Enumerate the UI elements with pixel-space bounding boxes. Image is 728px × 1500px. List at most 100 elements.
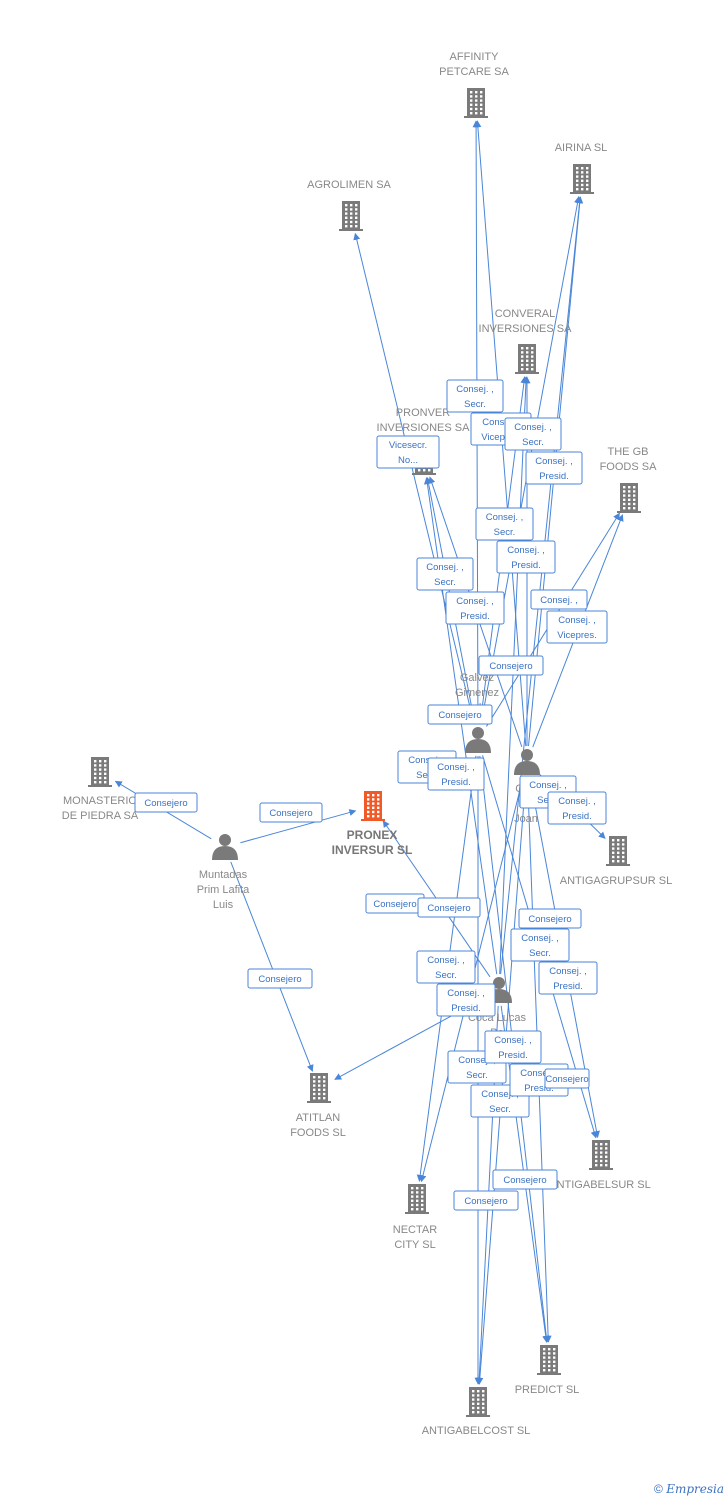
node-label: INVERSIONES SA (479, 323, 573, 335)
relation-badge[interactable]: Consej. ,Secr. (446, 379, 504, 413)
relation-badge[interactable]: Consejero (427, 704, 493, 725)
relation-badge[interactable]: Consej. ,Vicepres. (546, 610, 608, 644)
badge-label: Consejero (464, 1196, 507, 1207)
node-label: MONASTERIO (63, 795, 137, 807)
badge-label: Consejero (258, 974, 301, 985)
relation-badge[interactable]: Consej. , Secr. (504, 417, 562, 451)
node-label: Luis (213, 899, 234, 911)
node-label: INVERSUR SL (332, 843, 413, 857)
badge-label: Presid. (441, 777, 471, 788)
node-label: CITY SL (394, 1239, 435, 1251)
person-icon (212, 834, 238, 860)
node-label: FOODS SA (600, 461, 658, 473)
relation-badge[interactable]: Consejero (453, 1190, 519, 1211)
relation-badge[interactable]: Consej. ,Presid. (525, 451, 583, 485)
badge-label: Secr. (434, 577, 456, 588)
badge-label: Consejero (528, 914, 571, 925)
relation-badge[interactable]: Consej. ,Secr. (475, 507, 534, 541)
person-icon (465, 727, 491, 753)
relation-badge[interactable]: Consejero (544, 1068, 590, 1089)
badge-label: Presid. (451, 1003, 481, 1014)
badge-label: Secr. (529, 948, 551, 959)
badge-label: Secr. (494, 527, 516, 538)
relation-badge[interactable]: Consejero (417, 897, 481, 918)
relation-badge[interactable]: Consej. ,Presid. (547, 791, 607, 825)
relation-badge[interactable]: Consejero (134, 792, 198, 813)
node-antigabelcost[interactable]: ANTIGABELCOST SL (422, 1387, 531, 1437)
badge-label: Presid. (562, 811, 592, 822)
node-label: ATITLAN (296, 1112, 340, 1124)
badge-label: Consej. , (514, 422, 552, 433)
footer-brand[interactable]: © Empresia (654, 1482, 724, 1496)
badge-label: Consejero (489, 661, 532, 672)
node-label: Gimenez (455, 687, 499, 699)
building-icon (88, 757, 112, 787)
badge-label: Presid. (460, 611, 490, 622)
building-icon (617, 483, 641, 513)
node-affinity[interactable]: AFFINITY PETCARE SA (439, 51, 510, 118)
badge-label: Consej. , (456, 596, 494, 607)
node-label: PRONVER (396, 407, 450, 419)
building-icon (405, 1184, 429, 1214)
relation-badge[interactable]: Consejero (365, 893, 425, 914)
copyright-symbol: © (654, 1482, 663, 1496)
badge-label: Consejero (438, 710, 481, 721)
relation-badge[interactable]: Consej. ,Presid. (484, 1030, 542, 1064)
edge-muntadas-to-atitlan (230, 861, 314, 1072)
building-icon (466, 1387, 490, 1417)
badge-label: Consej. , (535, 456, 573, 467)
badge-label: Consejero (503, 1175, 546, 1186)
relation-badge[interactable]: Consej. ,Secr. (416, 557, 474, 591)
relation-badge[interactable]: Consej. , (530, 589, 588, 610)
node-label: PREDICT SL (515, 1384, 580, 1396)
node-label: ANTIGAGRUPSUR SL (560, 875, 672, 887)
relation-badge[interactable]: Consejero (492, 1169, 558, 1190)
badge-label: Consej. , (521, 933, 559, 944)
building-icon (307, 1073, 331, 1103)
node-antigabelsur[interactable]: ANTIGABELSUR SL (549, 1140, 651, 1191)
node-antigagrupsur[interactable]: ANTIGAGRUPSUR SL (560, 836, 672, 887)
relation-badge[interactable]: Consej. ,Presid. (436, 983, 496, 1017)
badge-label: Presid. (511, 560, 541, 571)
nodes-layer: AFFINITY PETCARE SA AIRINA SL AGROLIMEN SA C… (62, 51, 672, 1437)
relation-badge[interactable]: Vicesecr. No... (376, 435, 440, 469)
node-label: Prim Lafita (197, 884, 250, 896)
relation-badge[interactable]: Consejero (259, 802, 323, 823)
relation-badge[interactable]: Consej. , Presid. (427, 757, 485, 791)
badge-label: Vicesecr. (389, 440, 427, 451)
relation-badge[interactable]: Consejero (247, 968, 313, 989)
relation-badge[interactable]: Consej. , Secr. (510, 928, 570, 962)
node-predict[interactable]: PREDICT SL (515, 1345, 580, 1396)
badge-label: No... (398, 455, 418, 466)
node-agrolimen[interactable]: AGROLIMEN SA (307, 179, 392, 231)
building-icon (589, 1140, 613, 1170)
relation-badge[interactable]: Consej. ,Secr. (416, 950, 476, 984)
badge-label: Consej. , (437, 762, 475, 773)
badge-label: Secr. (416, 770, 438, 781)
relation-badge[interactable]: Consej. ,Presid. (538, 961, 598, 995)
building-icon (570, 164, 594, 194)
edge-muntadas-to-pronex (240, 809, 357, 844)
relation-badge[interactable]: Consejero (478, 655, 544, 676)
relation-badge[interactable]: Consej. , Presid. (445, 591, 505, 625)
building-icon (361, 791, 385, 821)
badge-label: Secr. (522, 437, 544, 448)
relation-badge[interactable]: Consej. , Presid. (496, 540, 556, 574)
relation-badge[interactable]: Consejero (518, 908, 582, 929)
badge-label: Consej. , (520, 1068, 558, 1079)
node-label: PETCARE SA (439, 66, 509, 78)
node-label: AFFINITY (450, 51, 500, 63)
badge-label: Consej. , (507, 545, 545, 556)
edge-coca-to-airina (500, 196, 584, 975)
node-airina[interactable]: AIRINA SL (555, 142, 608, 194)
badge-label: Consejero (269, 808, 312, 819)
edge-galvez-to-agrolimen (353, 232, 475, 725)
